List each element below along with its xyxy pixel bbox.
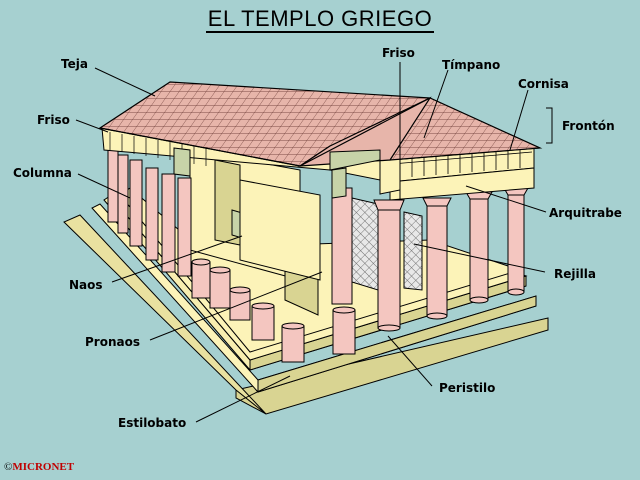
naos-walls (189, 149, 321, 316)
column-stumps (191, 258, 356, 363)
label-estilobato: Estilobato (118, 416, 187, 430)
leader-lines (75, 62, 553, 423)
label-cornisa: Cornisa (518, 77, 569, 91)
roof (98, 81, 543, 167)
copyright-symbol: © (4, 461, 13, 473)
label-naos: Naos (69, 278, 103, 292)
copyright: ©MICRONET (4, 460, 74, 474)
frieze-beams (329, 149, 381, 199)
label-arquitrabe: Arquitrabe (549, 206, 622, 220)
label-peristilo: Peristilo (439, 381, 496, 395)
label-rejilla: Rejilla (554, 267, 596, 281)
label-teja: Teja (61, 57, 88, 71)
side-columns (107, 149, 192, 277)
label-pronaos: Pronaos (85, 335, 140, 349)
diagram-title: EL TEMPLO GRIEGO (205, 6, 435, 33)
brand-name: MICRONET (12, 461, 75, 473)
grilles (351, 197, 423, 291)
label-fronton: Frontón (562, 119, 615, 133)
label-friso-top: Friso (382, 46, 415, 60)
front-columns (331, 187, 529, 332)
label-timpano: Tímpano (442, 58, 501, 72)
label-friso-left: Friso (37, 113, 70, 127)
label-columna: Columna (13, 166, 72, 180)
